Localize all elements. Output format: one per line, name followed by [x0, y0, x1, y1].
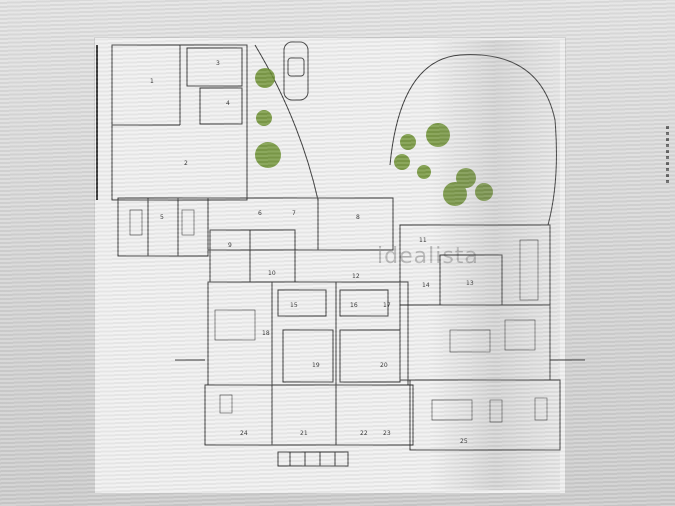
room-label: 14 — [422, 282, 430, 289]
room-label: 13 — [466, 280, 474, 287]
room-label: 12 — [352, 273, 360, 280]
lower-terrace — [409, 379, 561, 451]
room-label: 6 — [258, 210, 262, 217]
car-icon — [283, 41, 309, 101]
room-label: 7 — [292, 210, 296, 217]
room-label: 2 — [184, 160, 188, 167]
terrace — [204, 384, 414, 446]
room-label: 8 — [356, 214, 360, 221]
room-label: 11 — [419, 237, 427, 244]
room-label: 18 — [262, 330, 270, 337]
room-label: 19 — [312, 362, 320, 369]
room-label: 21 — [300, 430, 308, 437]
watermark-logo: idealista — [377, 244, 479, 269]
room-label: 23 — [383, 430, 391, 437]
tree-icons — [255, 68, 493, 206]
room-label: 3 — [216, 60, 220, 67]
floor-plan-sheet — [95, 38, 565, 493]
room-label: 25 — [460, 438, 468, 445]
room-label: 17 — [383, 302, 391, 309]
bedroom-wing — [207, 281, 409, 386]
room-label: 22 — [360, 430, 368, 437]
bathroom-block — [209, 229, 296, 283]
entry-hall — [207, 197, 394, 251]
edge-marker — [666, 126, 669, 186]
room-label: 4 — [226, 100, 230, 107]
room-label: 1 — [150, 78, 154, 85]
room-label: 24 — [240, 430, 248, 437]
utility-block — [117, 197, 209, 257]
room-label: 16 — [350, 302, 358, 309]
room-label: 9 — [228, 242, 232, 249]
room-label: 10 — [268, 270, 276, 277]
room-label: 15 — [290, 302, 298, 309]
room-label: 5 — [160, 214, 164, 221]
room-label: 20 — [380, 362, 388, 369]
